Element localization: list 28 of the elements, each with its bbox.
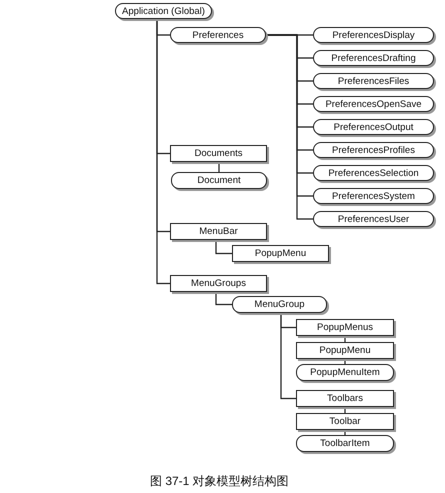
object-box: PreferencesDrafting [313,50,434,66]
collection-box: PopupMenu [296,342,394,359]
object-box: PreferencesSelection [313,165,434,181]
object-box: Preferences [170,27,266,43]
object-box: PreferencesFiles [313,73,434,89]
connector-line [156,19,170,284]
object-box: PreferencesProfiles [313,142,434,158]
collection-box: Toolbars [296,390,394,407]
object-box: PreferencesOutput [313,119,434,135]
connector-line [215,240,232,254]
collection-box: PopupMenus [296,319,394,336]
collection-box: MenuBar [170,223,267,240]
object-box: Application (Global) [115,3,212,19]
object-box: PreferencesOpenSave [313,96,434,112]
object-box: PreferencesUser [313,211,434,227]
collection-box: Documents [170,145,267,162]
object-box: PreferencesDisplay [313,27,434,43]
connector-line [215,292,232,306]
object-box: ToolbarItem [296,435,394,452]
connector-line [280,313,296,400]
collection-box: Toolbar [296,413,394,430]
object-box: PopupMenuItem [296,364,394,381]
object-box: MenuGroup [232,296,327,313]
collection-box: PopupMenu [232,245,329,262]
collection-box: MenuGroups [170,275,267,292]
object-box: Document [171,172,267,189]
object-box: PreferencesSystem [313,188,434,204]
figure-caption: 图 37-1 对象模型树结构图 [150,473,290,490]
